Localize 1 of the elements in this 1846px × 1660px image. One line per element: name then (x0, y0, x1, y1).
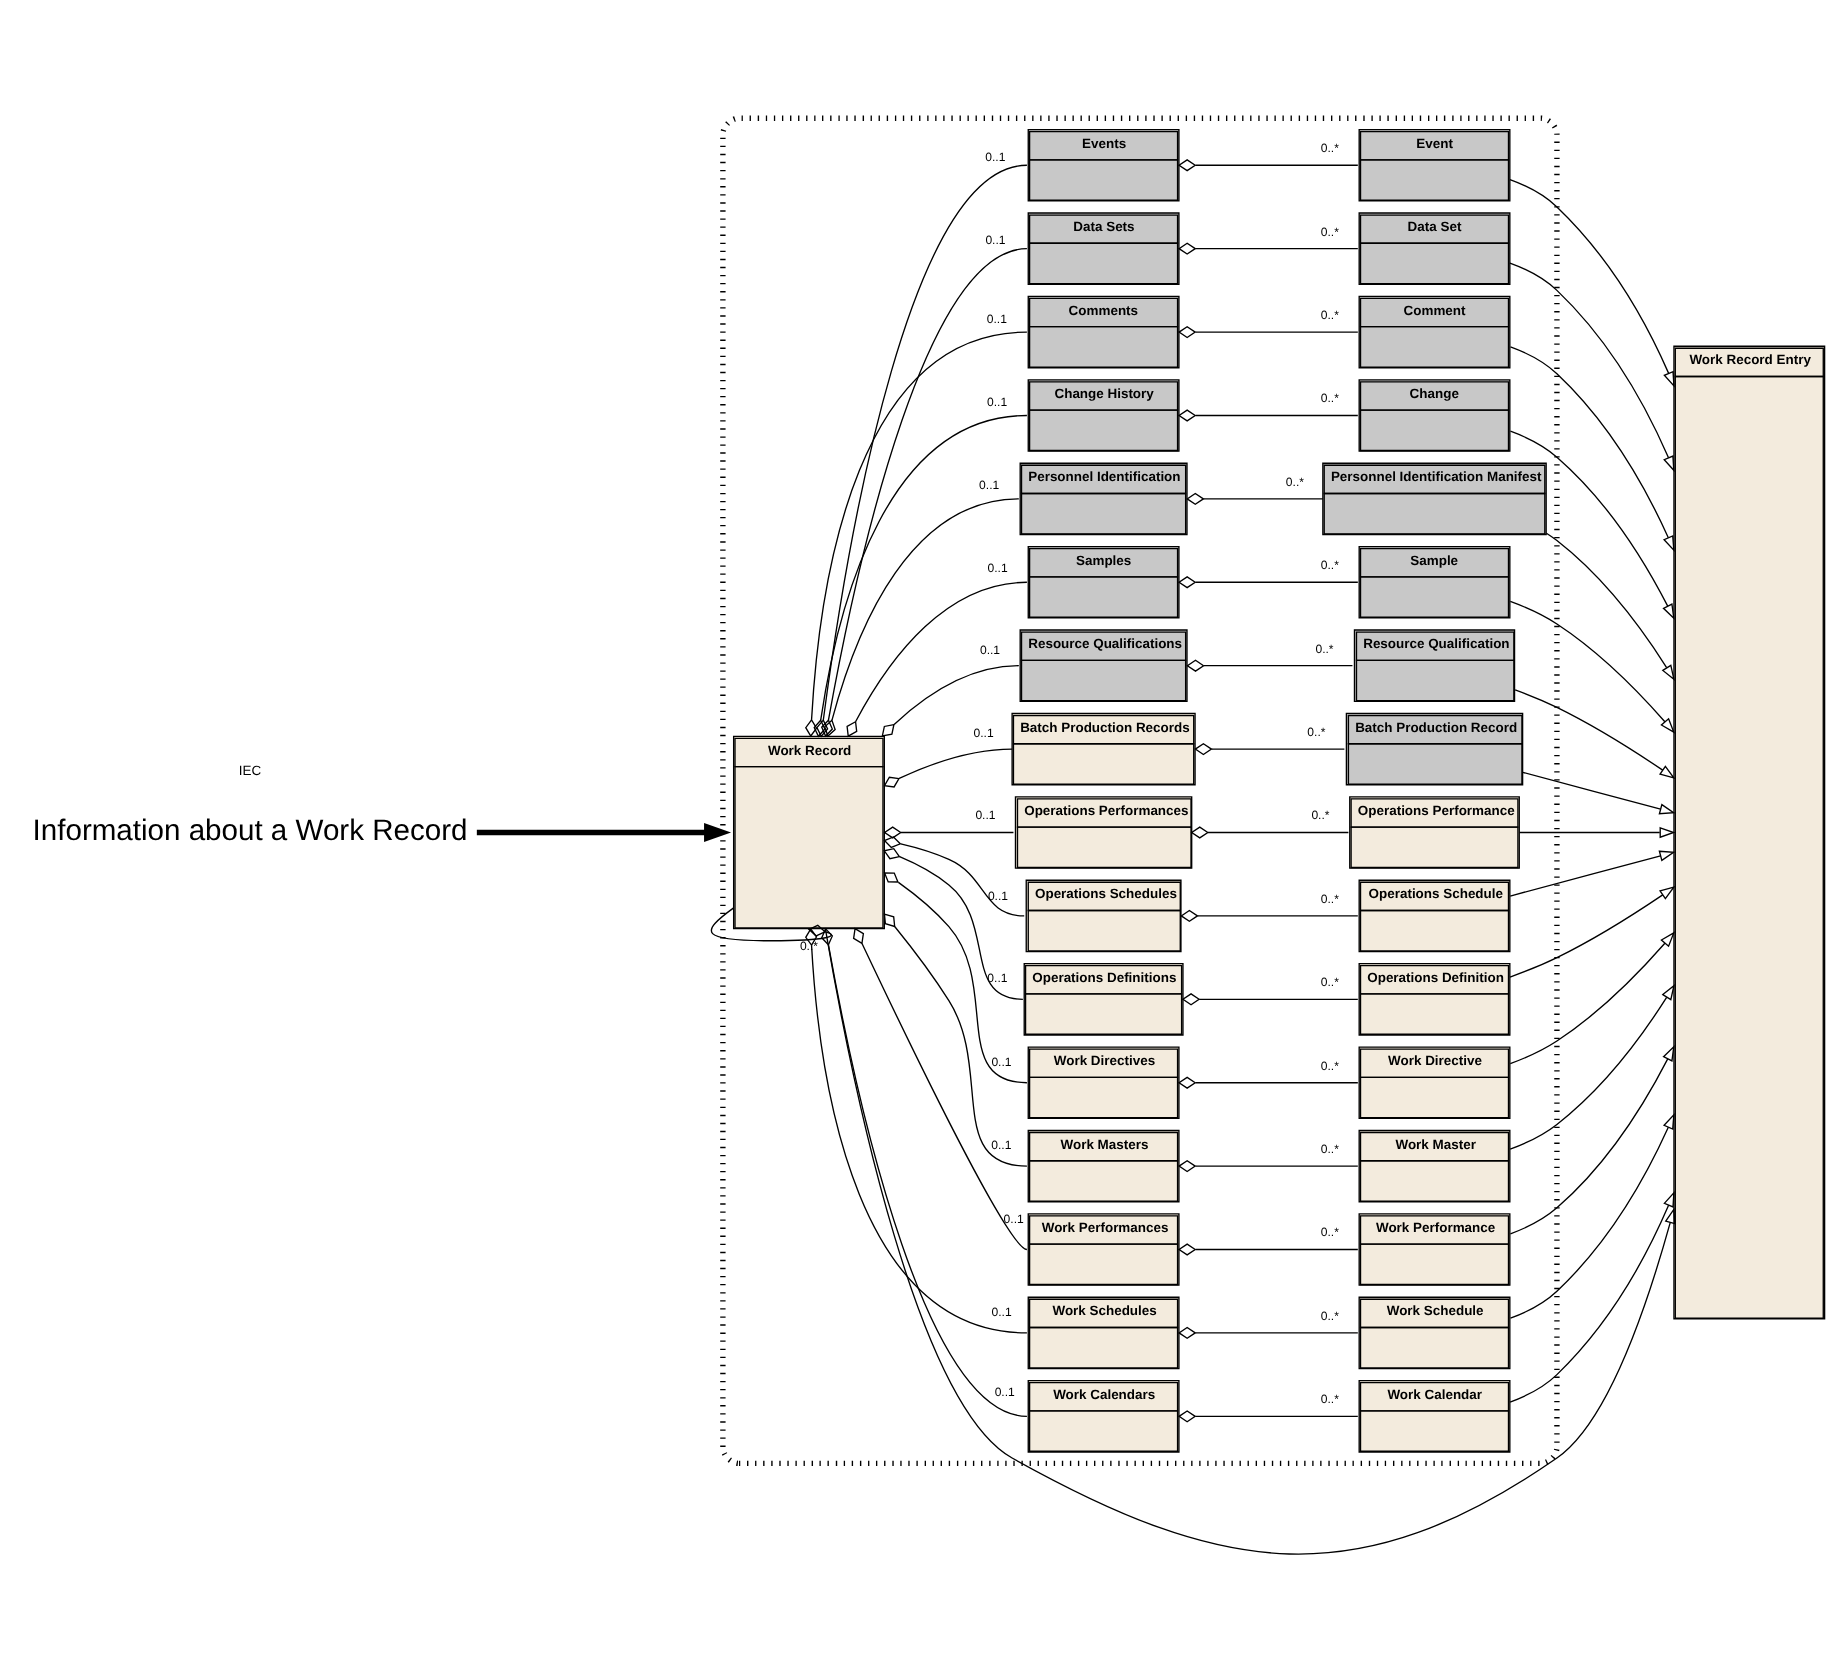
node-text: Information about a Work Record (31, 815, 467, 848)
